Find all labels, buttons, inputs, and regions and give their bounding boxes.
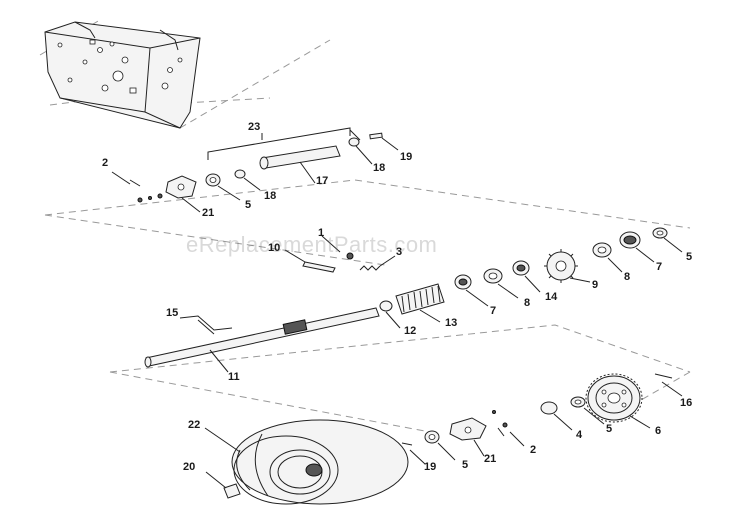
washer-5-upper (205, 173, 241, 201)
bracket-21-upper (165, 175, 201, 213)
shaft-17 (259, 145, 341, 184)
watermark: eReplacementParts.com (186, 232, 438, 257)
pin-1 (321, 235, 354, 260)
callout-8: 8 (624, 271, 631, 283)
callout-4: 4 (576, 429, 583, 441)
housing-frame (44, 21, 201, 129)
callout-5: 5 (686, 251, 693, 263)
callout-15: 15 (166, 307, 179, 319)
callout-2: 2 (102, 157, 109, 169)
screw-2-upper (111, 171, 163, 203)
callout-10: 10 (268, 242, 281, 254)
callout-1: 1 (318, 227, 325, 239)
callout-18: 18 (373, 162, 386, 174)
callout-7: 7 (490, 305, 497, 317)
axle-11 (144, 307, 380, 373)
callout-18: 18 (264, 190, 277, 202)
washer-5-right (652, 227, 683, 253)
clip-20 (205, 471, 241, 499)
pin-15 (179, 315, 233, 335)
pin-19-lower (401, 442, 426, 465)
washer-5-lower-right (570, 396, 605, 425)
pin-19-top (369, 132, 399, 151)
washer-12 (379, 300, 401, 329)
callout-13: 13 (445, 317, 458, 329)
washer-8-left (483, 268, 519, 299)
pin-16 (654, 373, 683, 397)
callout-22: 22 (188, 419, 201, 431)
collar-14 (512, 260, 541, 293)
assembly-plane-top (39, 19, 331, 129)
callout-2: 2 (530, 444, 537, 456)
callout-7: 7 (656, 261, 663, 273)
callout-8: 8 (524, 297, 531, 309)
callout-17: 17 (316, 175, 329, 187)
callout-20: 20 (183, 461, 196, 473)
spring-3 (359, 255, 396, 271)
leader-23 (207, 127, 361, 160)
rod-10 (284, 249, 336, 273)
callout-6: 6 (655, 425, 662, 437)
bearing-7-right (619, 231, 655, 263)
sprocket-9 (544, 249, 591, 283)
callout-12: 12 (404, 325, 417, 337)
gear-6 (585, 373, 651, 429)
callout-5: 5 (462, 459, 469, 471)
callout-19: 19 (424, 461, 437, 473)
callout-5: 5 (606, 423, 613, 435)
callout-14: 14 (545, 291, 558, 303)
callout-5: 5 (245, 199, 252, 211)
callout-16: 16 (680, 397, 693, 409)
callout-19: 19 (400, 151, 413, 163)
washer-18-left (234, 169, 261, 191)
spring-13 (395, 283, 445, 323)
washer-8-right (592, 242, 623, 273)
washer-18-top (348, 137, 373, 165)
callout-23: 23 (248, 121, 261, 133)
callout-21: 21 (202, 207, 215, 219)
callout-21: 21 (484, 453, 497, 465)
assembly-plane-middle (44, 179, 691, 266)
callout-11: 11 (228, 371, 240, 383)
wheel-22 (204, 419, 409, 505)
callout-3: 3 (396, 246, 403, 258)
bushing-4 (540, 401, 573, 431)
bracket-21-lower (449, 417, 487, 457)
washer-5-lower (424, 430, 456, 461)
callout-9: 9 (592, 279, 599, 291)
screw-2-lower (492, 410, 525, 447)
bearing-7-left (454, 274, 489, 307)
assembly-plane-lower (109, 324, 691, 433)
